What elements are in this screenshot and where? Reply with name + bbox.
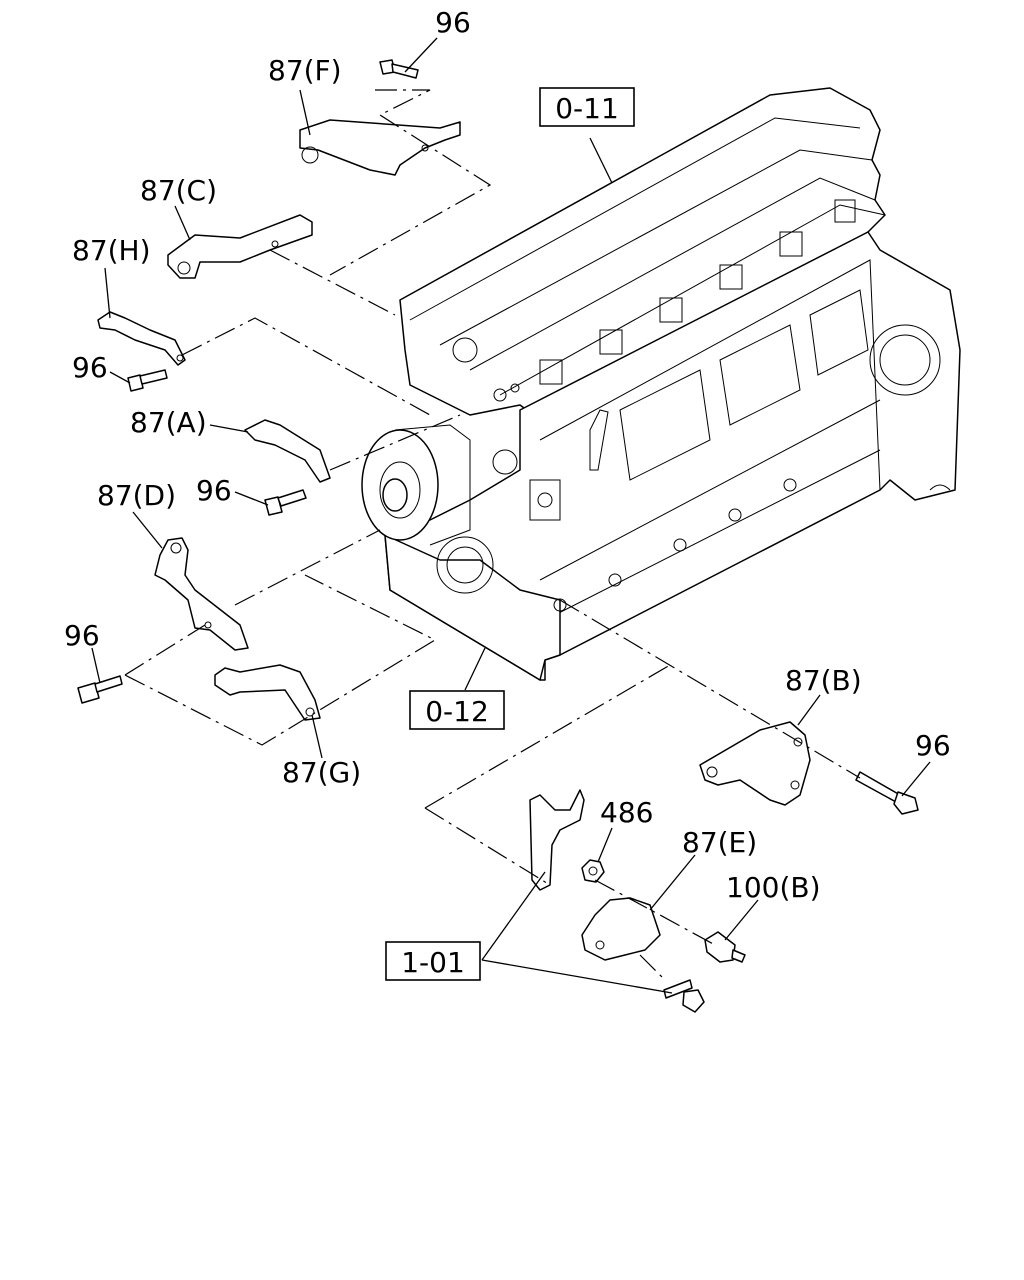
callout-leaders [91,37,931,994]
bolt-96-a [264,489,307,516]
mount-plate [529,789,585,891]
callout-bracket-h: 87(H) [72,234,151,267]
assembly-lines [124,89,861,981]
ref-box-engine-mounting[interactable]: 1-01 [385,941,481,981]
bolt-bottom [663,979,705,1013]
ref-box-cylinder-head[interactable]: 0-11 [539,87,635,127]
sensor-100b [704,931,746,963]
bolt-96-b [855,771,919,815]
bolt-96-top [379,59,419,79]
bolt-96-h [127,369,168,392]
callout-bracket-e: 87(E) [682,826,757,859]
bracket-87e [581,897,661,961]
bracket-87f [299,119,461,176]
callout-bracket-b: 87(B) [785,664,862,697]
bracket-87g [214,664,321,721]
callout-bolt-b: 96 [915,729,951,762]
ref-label-cylinder-block: 0-12 [425,695,489,728]
callout-bolt-h: 96 [72,351,108,384]
callout-bracket-d: 87(D) [97,479,176,512]
bracket-87b [699,721,811,806]
ref-label-engine-mounting: 1-01 [401,946,465,979]
bracket-87a [244,419,331,483]
ref-label-cylinder-head: 0-11 [555,92,619,125]
callout-bolt-d: 96 [64,619,100,652]
callout-sensor: 100(B) [726,871,821,904]
bracket-87h [97,311,186,366]
callout-bolt-top: 96 [435,6,471,39]
bracket-87c [167,214,313,279]
bracket-87d [154,537,249,651]
callout-bracket-f: 87(F) [268,54,342,87]
bolt-96-d [77,675,123,704]
callout-nut: 486 [600,796,653,829]
callout-bracket-c: 87(C) [140,174,217,207]
callout-bracket-a: 87(A) [130,406,207,439]
callout-bolt-a: 96 [196,474,232,507]
callout-bracket-g: 87(G) [282,756,361,789]
engine-assembly [361,87,961,681]
ref-box-cylinder-block[interactable]: 0-12 [409,690,505,730]
nut-486 [581,859,605,883]
